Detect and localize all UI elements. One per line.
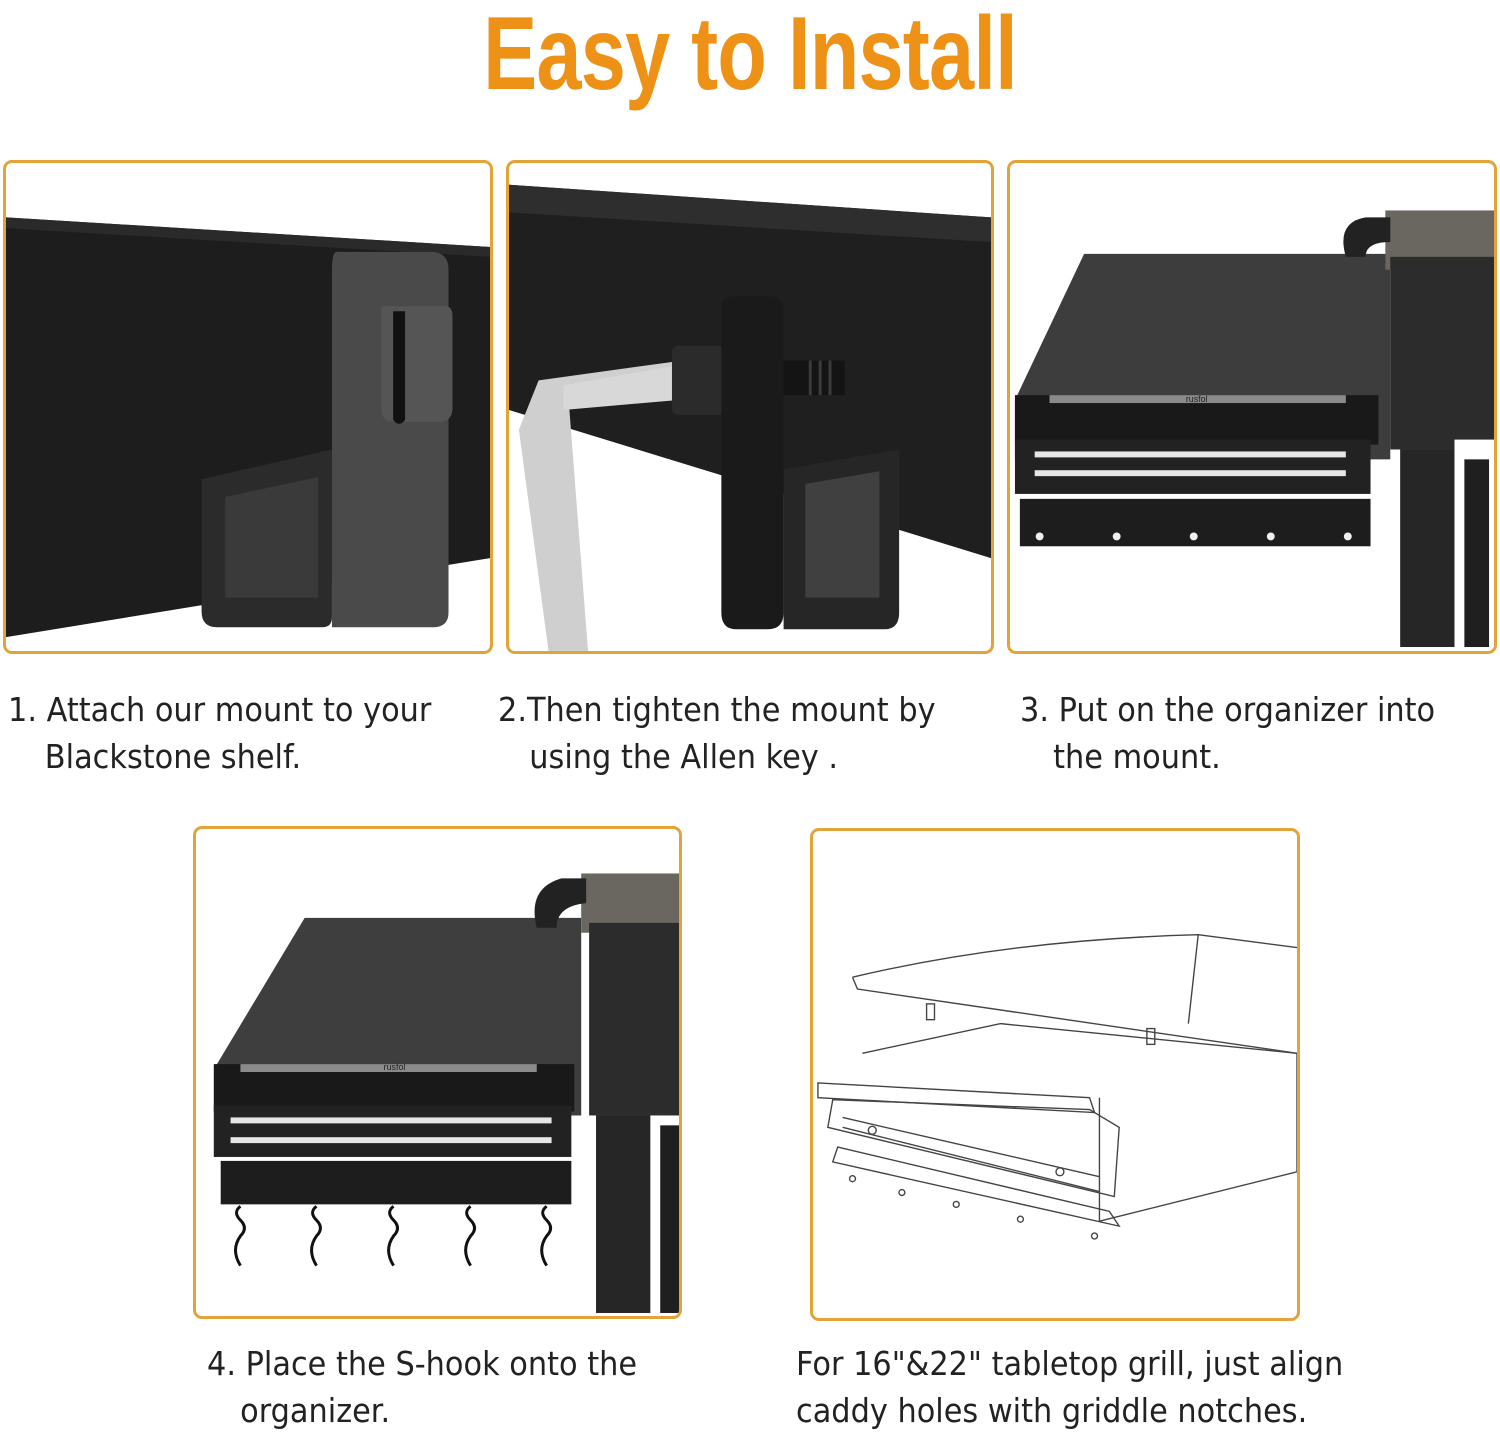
step-4-caption-line1: 4. Place the S-hook onto the — [207, 1344, 638, 1383]
allen-key-illustration — [509, 184, 991, 651]
step-4-image: rusfol — [193, 826, 682, 1319]
tabletop-grill-line-drawing — [817, 934, 1297, 1240]
step-3-caption-line1: 3. Put on the organizer into — [1020, 690, 1436, 729]
step-5-image — [810, 828, 1300, 1321]
step-4-caption: 4. Place the S-hook onto the organizer. — [207, 1340, 637, 1434]
organizer-on-shelf-illustration: rusfol — [1014, 210, 1494, 648]
step-3-caption: 3. Put on the organizer into the mount. — [1020, 686, 1435, 780]
step-1-caption-line2: Blackstone shelf. — [44, 737, 302, 776]
s-hook-icons — [234, 1205, 553, 1267]
step-1-caption: 1. Attach our mount to your Blackstone s… — [8, 686, 431, 780]
step-2-caption-line1: 2.Then tighten the mount by — [498, 690, 936, 729]
s-hooks-illustration: rusfol — [213, 873, 679, 1314]
brand-mark: rusfol — [1186, 394, 1208, 404]
step-4-caption-line2: organizer. — [240, 1391, 391, 1430]
step-5-caption: For 16"&22" tabletop grill, just align c… — [796, 1340, 1343, 1434]
step-5-caption-line2: caddy holes with griddle notches. — [796, 1391, 1308, 1430]
step-3-caption-line2: the mount. — [1053, 737, 1221, 776]
step-2-image — [506, 160, 994, 654]
step-5-caption-line1: For 16"&22" tabletop grill, just align — [796, 1344, 1344, 1383]
mount-clamp-illustration — [6, 217, 490, 638]
step-1-image — [3, 160, 493, 654]
step-2-caption-line2: using the Allen key . — [529, 737, 839, 776]
step-3-image: rusfol — [1007, 160, 1497, 654]
step-2-caption: 2.Then tighten the mount by using the Al… — [498, 686, 936, 780]
step-1-caption-line1: 1. Attach our mount to your — [8, 690, 432, 729]
page-title: Easy to Install — [483, 0, 1018, 112]
brand-mark: rusfol — [384, 1062, 406, 1072]
